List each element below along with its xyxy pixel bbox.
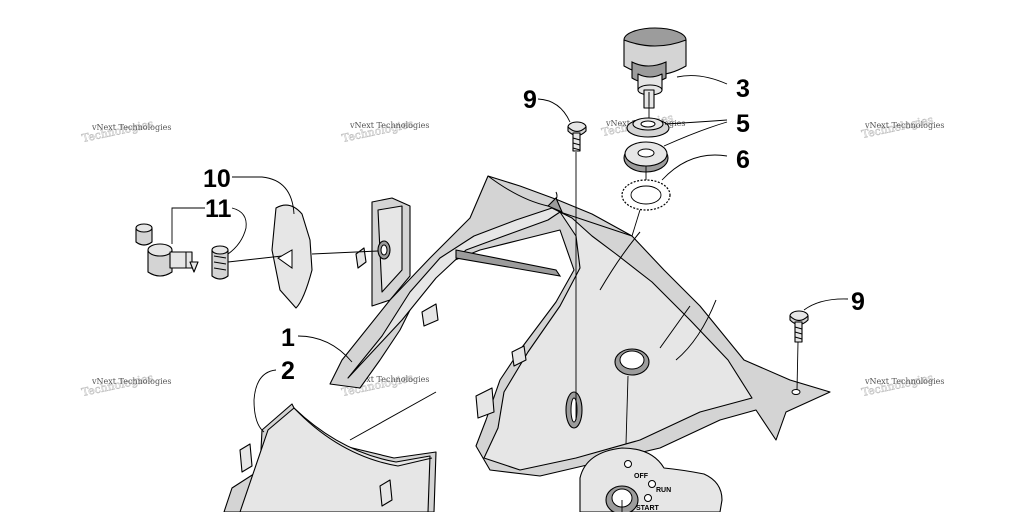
screw-part-lower <box>789 310 809 343</box>
watermark-4: Technologies vNext Technologies <box>860 113 944 141</box>
watermark-8: Technologies vNext Technologies <box>860 371 944 399</box>
callout-9-upper: 9 <box>523 86 537 114</box>
callout-10: 10 <box>203 165 231 193</box>
watermark-text: vNext Technologies <box>349 375 429 384</box>
ignition-switch-part <box>623 27 687 109</box>
watermark-text: vNext Technologies <box>91 377 171 386</box>
watermark-text: vNext Technologies <box>864 121 944 130</box>
callout-5: 5 <box>736 110 750 138</box>
socket-nut-part <box>211 245 229 280</box>
socket-part <box>135 223 199 277</box>
watermark-2: Technologies vNext Technologies <box>340 117 429 145</box>
watermark-1: Technologies vNext Technologies <box>80 117 171 145</box>
callout-3: 3 <box>736 75 750 103</box>
screw-part-upper <box>567 121 587 152</box>
switch-plate-run-label: RUN <box>656 487 671 494</box>
watermark-text: vNext Technologies <box>864 377 944 386</box>
nut-part <box>626 117 670 138</box>
watermark-text: vNext Technologies <box>349 121 429 130</box>
callouts: 3 5 6 9 9 10 11 1 2 <box>203 75 865 385</box>
gasket-part <box>271 204 313 309</box>
switch-plate-start-label: START <box>636 505 660 512</box>
lower-cover-part <box>223 403 437 512</box>
washer-part <box>623 141 669 173</box>
watermark-text: vNext Technologies <box>91 123 171 132</box>
console-housing-part <box>329 175 831 477</box>
watermark-5: Technologies vNext Technologies <box>80 371 171 399</box>
switch-plate-off-label: OFF <box>634 473 649 480</box>
lock-washer-part <box>621 179 671 211</box>
assembly-lines <box>227 106 799 512</box>
callout-6: 6 <box>736 146 750 174</box>
callout-11: 11 <box>205 195 232 223</box>
leader-lines <box>171 75 849 433</box>
switch-plate-part: OFF RUN START <box>579 447 723 512</box>
callout-9-lower: 9 <box>851 288 865 316</box>
callout-2: 2 <box>281 357 295 385</box>
callout-1: 1 <box>281 324 295 352</box>
